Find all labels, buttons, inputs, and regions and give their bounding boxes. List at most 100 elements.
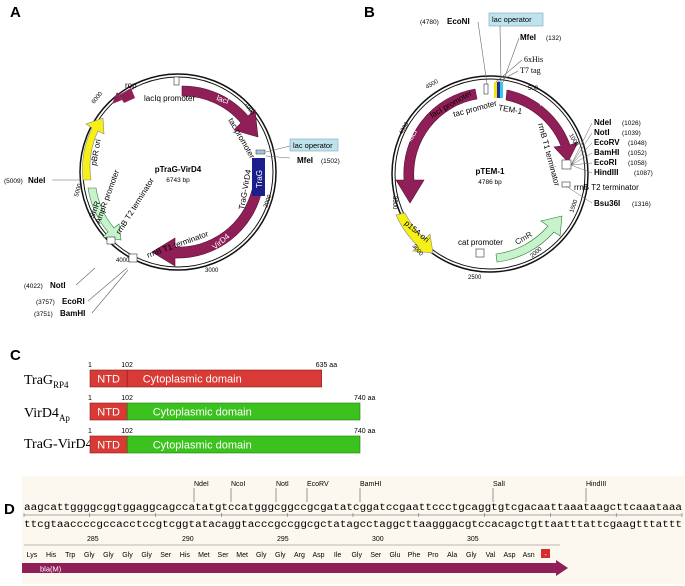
ecori-leader <box>87 267 128 302</box>
amino-acid: Gly <box>84 552 95 559</box>
site-bamhi-pos: (3751) <box>34 311 53 318</box>
site-ecori-pos: (1058) <box>628 160 647 167</box>
amino-acid: Ser <box>370 552 382 559</box>
laci-arrow <box>395 88 478 204</box>
site-leader <box>570 122 593 166</box>
amino-acid: Gly <box>466 552 477 559</box>
amino-acid: Met <box>236 552 248 559</box>
site-ndei-pos: (1026) <box>622 120 641 127</box>
amino-acid: Phe <box>408 552 421 559</box>
trag-box <box>252 158 265 196</box>
his-tag-label: 6xHis <box>524 55 543 64</box>
cytoplasmic-label: Cytoplasmic domain <box>153 407 252 419</box>
econi-leader <box>477 21 488 85</box>
tick-6000: 6000 <box>91 91 105 106</box>
tick-2000: 2000 <box>263 193 273 208</box>
his-leader <box>495 59 523 83</box>
amino-acid: His <box>46 552 57 559</box>
end-number: 740 aa <box>354 428 376 435</box>
protein-name-sub: Ap <box>59 413 70 423</box>
amino-acid: Ala <box>447 552 457 559</box>
site-leader <box>565 185 593 204</box>
panel-d-letter: D <box>4 501 15 518</box>
rrnb-t1-box <box>561 159 572 170</box>
amino-acid: Val <box>486 552 496 559</box>
panel-c: C TraGRP4 NTD Cytoplasmic domain 1 102 6… <box>10 347 376 454</box>
laci-promoter-box <box>483 83 489 95</box>
lac-operator-callout <box>488 12 544 27</box>
panel-a-letter: A <box>10 4 21 21</box>
cytoplasmic-domain <box>126 402 361 421</box>
site-bsu36i-pos: (1316) <box>632 201 651 208</box>
cmr-arrow <box>495 215 563 263</box>
panel-d: D NdeI NcoI NotI EcoRV BamHI SalI HindII… <box>4 476 684 584</box>
position-285: 285 <box>87 536 99 543</box>
site-bamhi-name: BamHI <box>594 148 619 157</box>
tick-3500: 3500 <box>391 196 397 210</box>
plasmid-backbone-outer <box>79 73 277 271</box>
enzyme-ncoi: NcoI <box>231 481 245 488</box>
protein-name-main: TraG <box>24 373 53 388</box>
stop-codon-mark: - <box>544 552 547 559</box>
site-ecori-pos: (3757) <box>36 299 55 306</box>
site-leader <box>570 162 593 166</box>
site-ecori-name: EcoRI <box>594 158 617 167</box>
t7-tag-label: T7 tag <box>520 66 541 75</box>
protein-name: TraG-VirD4 <box>24 437 93 452</box>
tick-4000: 4000 <box>116 258 130 264</box>
site-mfei-pos: (1502) <box>321 158 340 165</box>
site-bamhi-pos: (1052) <box>628 150 647 157</box>
laci-label: lacI <box>215 93 230 106</box>
site-hindiii-pos: (1087) <box>634 170 653 177</box>
mfei-leader <box>502 37 520 83</box>
amino-acid: Trp <box>65 552 75 559</box>
amino-acid: His <box>180 552 191 559</box>
site-econi-name: EcoNI <box>447 17 470 26</box>
trag-label: TraG <box>255 170 264 188</box>
site-list: NdeI (1026) NotI (1039) EcoRV (1048) Bam… <box>565 118 653 208</box>
p15a-ori-arrow <box>395 212 434 254</box>
junction-number: 102 <box>121 395 133 402</box>
site-leader <box>570 132 593 166</box>
tick-4500: 4500 <box>425 79 440 91</box>
amino-acid: Asp <box>312 552 324 559</box>
smr-arrow <box>87 187 122 241</box>
site-econi-pos: (4780) <box>420 19 439 26</box>
amino-acid: Pro <box>428 552 439 559</box>
plasmid-name: pTraG-VirD4 <box>155 165 202 174</box>
site-leader <box>570 152 593 166</box>
lac-operator-callout <box>289 138 339 152</box>
amino-acid: Gly <box>275 552 286 559</box>
enzyme-noti: NotI <box>276 481 289 488</box>
start-number: 1 <box>88 395 92 402</box>
rrnb-t2-label: rrnB T2 terminator <box>114 176 156 236</box>
pbr-ori-arrow <box>82 117 105 181</box>
protein-row: VirD4Ap NTD Cytoplasmic domain 1 102 740… <box>24 395 376 423</box>
panel-b: B 500 1000 1500 2000 2500 3000 3500 4000… <box>364 4 653 281</box>
tick-2500: 2500 <box>468 275 482 281</box>
plasmid-name: pTEM-1 <box>476 167 505 176</box>
amino-acid: Gly <box>256 552 267 559</box>
laciq-promoter-box <box>173 76 180 86</box>
site-ndei-pos: (5009) <box>4 178 23 185</box>
bla-gene-label: bla(M) <box>40 565 62 574</box>
bla-gene-arrow <box>22 560 568 576</box>
rrnb-t2-label: rrnB T2 terminator <box>574 183 639 192</box>
bottom-strand: ttcgtaaccccgccacctccgtcggtatacaggtacccgc… <box>24 519 682 530</box>
site-ndei-name: NdeI <box>594 118 611 127</box>
mfei-leader <box>265 155 291 159</box>
enzyme-ndei: NdeI <box>194 481 209 488</box>
amino-acid: Arg <box>294 552 305 559</box>
site-ecorv-pos: (1048) <box>628 140 647 147</box>
tick-3000: 3000 <box>205 268 219 274</box>
amino-acid: Lys <box>27 552 38 559</box>
site-ecorv-name: EcoRV <box>594 138 620 147</box>
plasmid-size: 4786 bp <box>478 179 502 186</box>
amino-acid: Asn <box>523 552 535 559</box>
amino-acid: Asp <box>503 552 515 559</box>
plasmid-backbone-outer <box>391 75 589 273</box>
enzyme-bamhi: BamHI <box>360 481 381 488</box>
panel-c-letter: C <box>10 347 21 364</box>
